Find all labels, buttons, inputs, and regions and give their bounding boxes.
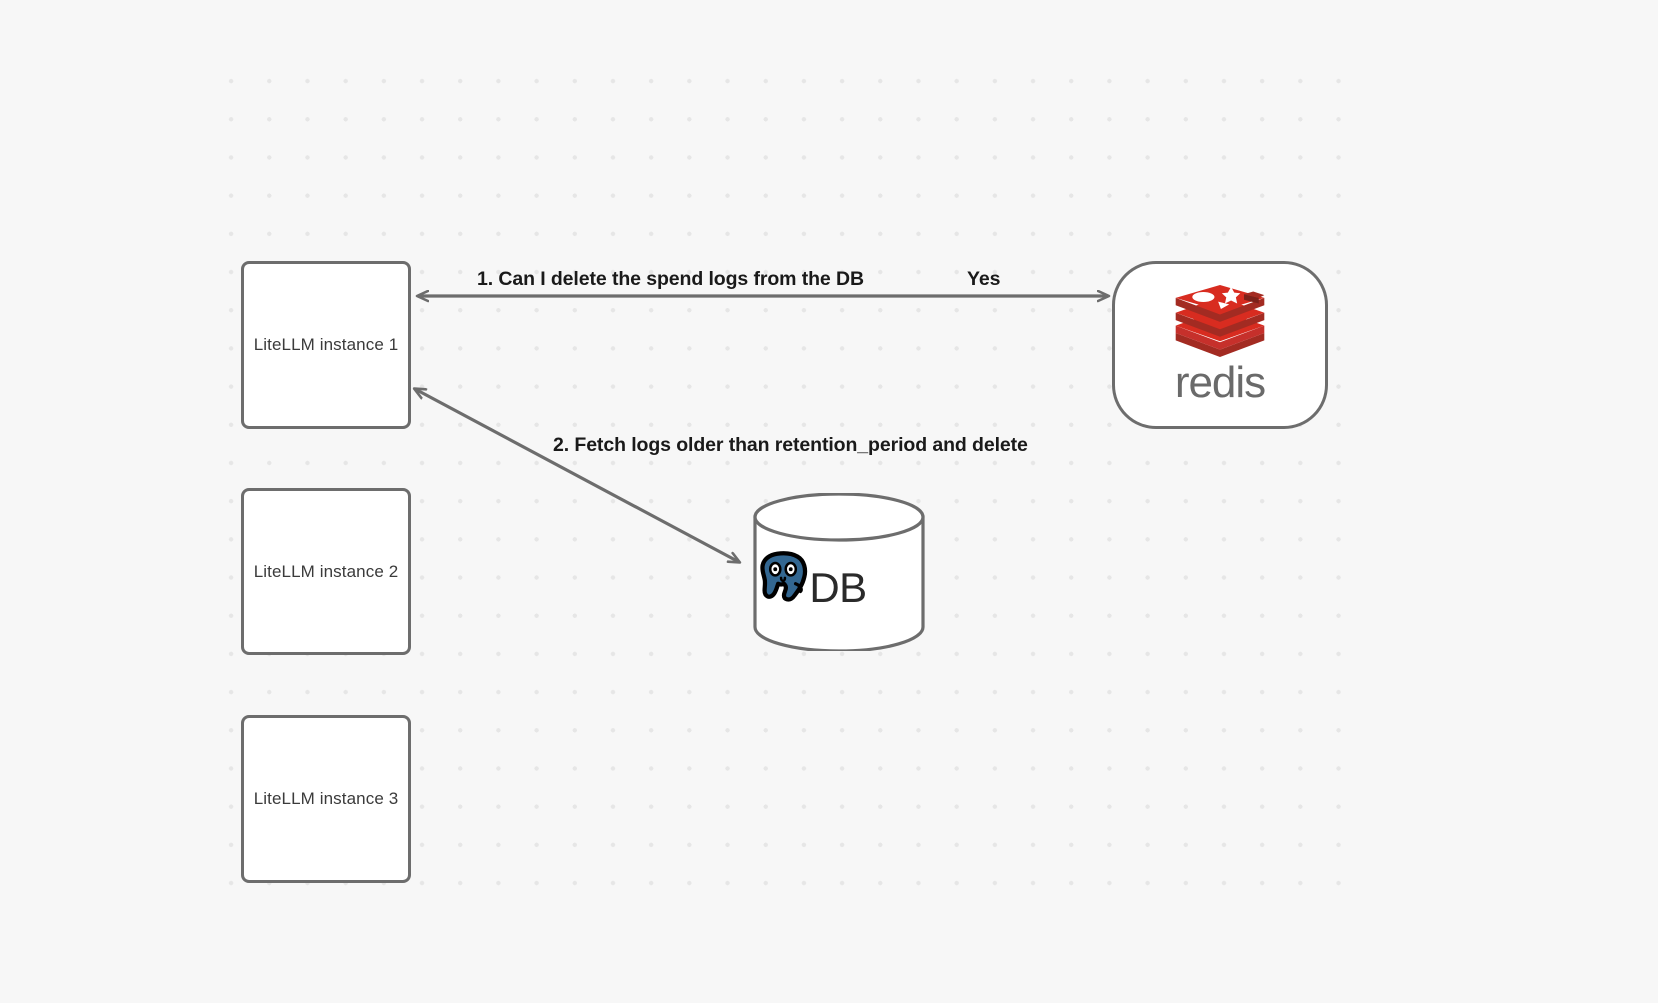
postgresql-elephant-icon xyxy=(760,551,808,602)
redis-wordmark: redis xyxy=(1174,358,1266,407)
db-label: DB xyxy=(809,564,867,611)
node-label: LiteLLM instance 3 xyxy=(253,789,399,808)
node-litellm-instance-2[interactable]: LiteLLM instance 2 xyxy=(241,488,411,655)
node-litellm-instance-1[interactable]: LiteLLM instance 1 xyxy=(241,261,411,429)
node-redis[interactable]: redis xyxy=(1112,261,1328,429)
node-db[interactable]: DB xyxy=(752,493,926,651)
node-litellm-instance-3[interactable]: LiteLLM instance 3 xyxy=(241,715,411,883)
cylinder-shape xyxy=(753,493,925,651)
redis-logo-icon xyxy=(1175,285,1265,357)
edge-label-step-2: 2. Fetch logs older than retention_perio… xyxy=(553,434,1028,456)
node-label: LiteLLM instance 2 xyxy=(253,561,399,581)
edge-label-step-1: 1. Can I delete the spend logs from the … xyxy=(477,268,864,290)
edge-label-step-1-answer: Yes xyxy=(967,268,1001,290)
node-label: LiteLLM instance 1 xyxy=(253,335,399,354)
edge-litellm1-db xyxy=(415,389,739,562)
